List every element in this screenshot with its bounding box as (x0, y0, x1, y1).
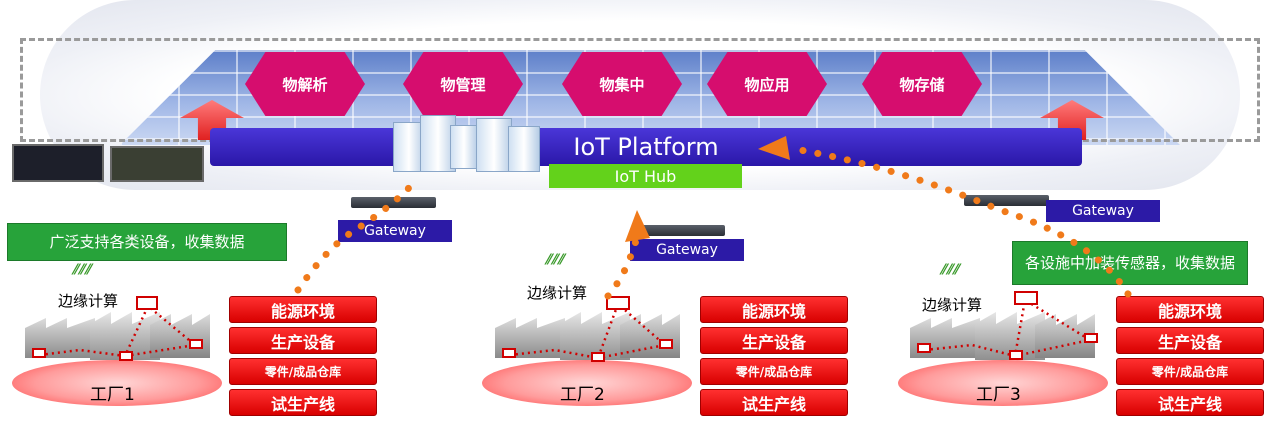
hexagon-analysis: 物解析 (245, 52, 365, 116)
iot-platform-title: IoT Platform (573, 133, 719, 161)
note-left: 广泛支持各类设备，收集数据 (7, 223, 287, 261)
factory-2-energy-box: 能源环境 (700, 296, 848, 323)
factory-2-warehouse-box: 零件/成品仓库 (700, 358, 848, 385)
factory-2-equipment-box: 生产设备 (700, 327, 848, 354)
factory-1-pilot-line-box: 试生产线 (229, 389, 377, 416)
factory-2-pilot-line-box: 试生产线 (700, 389, 848, 416)
dashboard-monitor-icon (110, 146, 204, 182)
iot-hub-bar: IoT Hub (549, 164, 742, 188)
hexagon-management: 物管理 (403, 52, 523, 116)
factory-base (12, 360, 222, 406)
iot-platform-bar: IoT Platform (210, 128, 1082, 166)
hexagon-application: 物应用 (707, 52, 827, 116)
factory-3-pilot-line-box: 试生产线 (1116, 389, 1264, 416)
sensor-box-icon (32, 291, 1098, 362)
gateway-device-icon (351, 197, 436, 208)
factory-base (482, 360, 692, 406)
factory-1-label: 工厂1 (90, 385, 135, 405)
factory-3-label: 工厂3 (976, 385, 1021, 405)
gateway-device-icon (964, 195, 1049, 206)
iot-hub-label: IoT Hub (614, 166, 677, 186)
factory-2-label: 工厂2 (560, 385, 605, 405)
edge-logo-icon: ⫽⫽⫽ (940, 262, 959, 278)
edge-computing-label: 边缘计算 (58, 292, 119, 310)
hexagon-collection: 物集中 (562, 52, 682, 116)
hexagon-storage: 物存储 (862, 52, 982, 116)
factory-3-energy-box: 能源环境 (1116, 296, 1264, 323)
factory-1-equipment-box: 生产设备 (229, 327, 377, 354)
gateway-label: Gateway (1046, 200, 1160, 222)
factory-1-warehouse-box: 零件/成品仓库 (229, 358, 377, 385)
edge-logo-icon: ⫽⫽⫽ (545, 252, 564, 268)
flow-arrowhead-icon (758, 136, 790, 160)
flow-path-factory-2 (604, 224, 641, 300)
factory-base (898, 360, 1108, 406)
factory-3-warehouse-box: 零件/成品仓库 (1116, 358, 1264, 385)
flow-arrowhead-icon (625, 210, 650, 242)
gateway-label: Gateway (630, 239, 744, 261)
factory-3-equipment-box: 生产设备 (1116, 327, 1264, 354)
edge-computing-label: 边缘计算 (922, 296, 983, 314)
flow-path-factory-1 (294, 174, 422, 294)
edge-logo-icon: ⫽⫽⫽ (72, 262, 91, 278)
flow-path-factory-3 (796, 146, 1132, 298)
gateway-label: Gateway (338, 220, 452, 242)
gateway-device-icon (640, 225, 725, 236)
factory-1-energy-box: 能源环境 (229, 296, 377, 323)
edge-computing-label: 边缘计算 (527, 284, 588, 302)
sensor-network-lines (39, 297, 1094, 360)
dashboard-monitor-icon (12, 144, 104, 182)
note-right: 各设施中加装传感器，收集数据 (1012, 241, 1248, 285)
